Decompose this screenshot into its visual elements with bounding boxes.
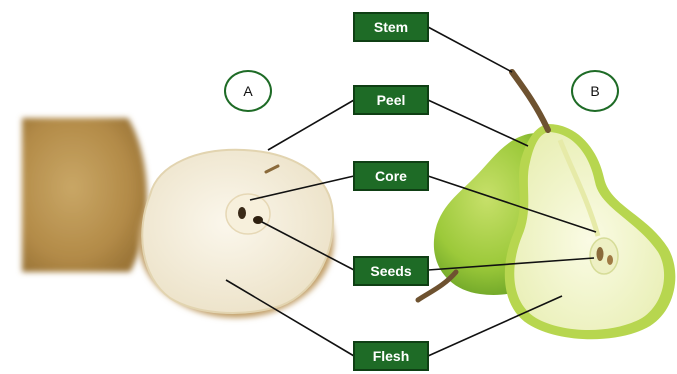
peel-leader-line-b xyxy=(428,100,528,146)
seeds-label: Seeds xyxy=(353,256,429,286)
green-pear-illustration xyxy=(418,72,675,339)
green-pear-seed xyxy=(607,255,613,265)
flesh-label: Flesh xyxy=(353,341,429,371)
stem-label: Stem xyxy=(353,12,429,42)
peel-label: Peel xyxy=(353,85,429,115)
peel-leader-line-a xyxy=(268,100,354,150)
green-pear-seed-cavity xyxy=(590,238,618,274)
asian-pear-seed xyxy=(238,207,246,219)
core-label: Core xyxy=(353,161,429,191)
asian-pear-core xyxy=(226,194,270,234)
panel-a-marker: A xyxy=(224,70,272,112)
asian-pear-whole xyxy=(22,118,147,272)
asian-pear-illustration xyxy=(22,118,334,318)
asian-pear-seed xyxy=(253,216,263,224)
green-pear-seed xyxy=(597,247,604,261)
green-pear-stem xyxy=(512,72,548,130)
stem-leader-line xyxy=(428,27,512,72)
panel-b-marker: B xyxy=(571,70,619,112)
